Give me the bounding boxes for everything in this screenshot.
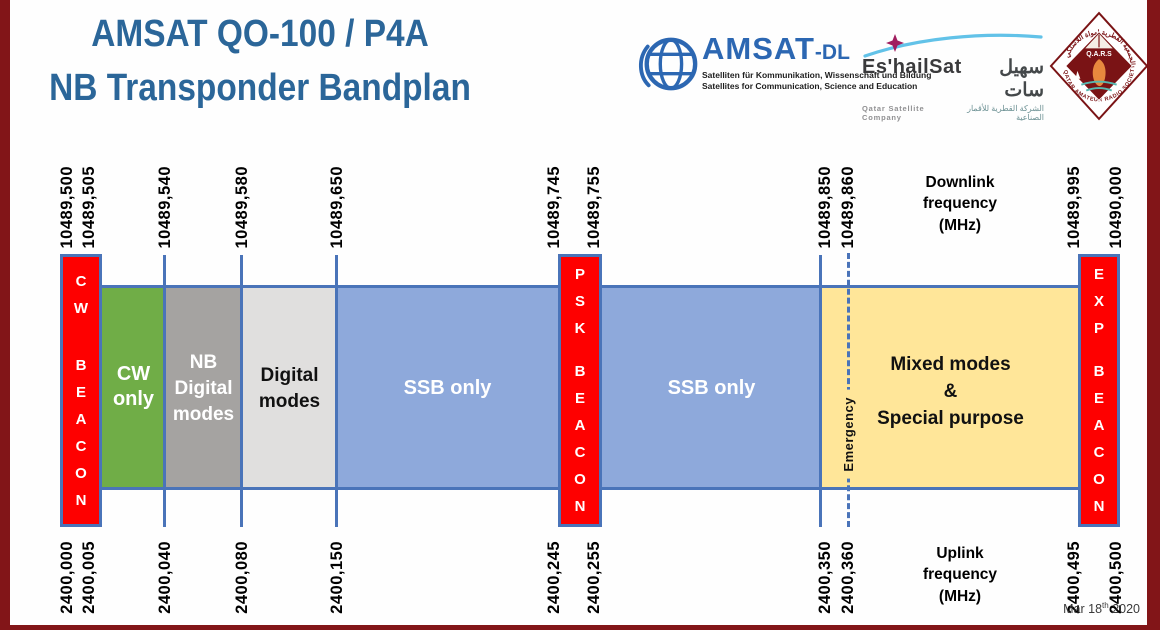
downlink-tick-10489500: 10489,500 (58, 165, 76, 249)
cw-beacon-block: C W B E A C O N (60, 254, 102, 527)
emergency-label: Emergency (840, 390, 857, 479)
eshailsat-name-latin: Es'hailSat (862, 56, 962, 78)
uplink-tick-2400080: 2400,080 (233, 541, 251, 614)
uplink-tick-2400350: 2400,350 (816, 541, 834, 614)
downlink-tick-10489860: 10489,860 (839, 165, 857, 249)
amsat-suffix: -DL (814, 41, 850, 64)
eshailsat-swoosh-icon (863, 33, 1043, 58)
segment-ssb-only-2 (602, 288, 821, 487)
eshailsat-subtitle-row: Qatar Satellite Company الشركة القطرية ل… (862, 104, 1044, 122)
uplink-tick-2400005: 2400,005 (80, 541, 98, 614)
psk-beacon-block: P S K B E A C O N (558, 254, 602, 527)
downlink-tick-10489995: 10489,995 (1065, 165, 1083, 249)
nb-digital-label: NB Digital modes (172, 352, 235, 425)
downlink-tick-10489850: 10489,850 (816, 165, 834, 249)
cw-beacon-word: C W (73, 272, 89, 317)
page-title-line1: AMSAT QO-100 / P4A (91, 13, 429, 55)
uplink-tick-2400000: 2400,000 (58, 541, 76, 614)
downlink-frequency-header: Downlink frequency (MHz) (922, 174, 998, 234)
date-ordinal: th (1102, 601, 1109, 610)
date-main: Mar 18 (1063, 602, 1103, 617)
exp-beacon-word: E X P (1093, 266, 1104, 337)
amsat-globe-icon (638, 37, 698, 91)
frame-bottom-border (0, 625, 1160, 630)
segment-nb-digital (165, 288, 242, 487)
amsat-subtitle-en: Satellites for Communication, Science an… (702, 80, 918, 91)
downlink-tick-10489580: 10489,580 (233, 165, 251, 249)
segment-ssb-only-1 (337, 288, 558, 487)
eshailsat-name-row: Es'hailSat سهيل سات (862, 56, 1044, 102)
page-title: AMSAT QO-100 / P4A NB Transponder Bandpl… (40, 8, 480, 116)
page-title-line2: NB Transponder Bandplan (49, 66, 471, 109)
amsat-wordmark-block: AMSAT-DL Satelliten für Kommunikation, W… (702, 31, 932, 91)
downlink-tick-10489540: 10489,540 (156, 165, 174, 249)
date-year: 2020 (1108, 602, 1140, 617)
amsat-dl-logo: AMSAT-DL Satelliten für Kommunikation, W… (638, 25, 932, 103)
uplink-tick-2400245: 2400,245 (545, 541, 563, 614)
qars-logo: الجمعية القطرية لهواة اللاسلكي QATAR AMA… (1049, 11, 1149, 121)
eshailsat-logo: Es'hailSat سهيل سات Qatar Satellite Comp… (862, 28, 1044, 122)
segment-cw-only (102, 288, 165, 487)
amsat-subtitle-de: Satelliten für Kommunikation, Wissenscha… (702, 70, 932, 80)
eshailsat-subtitle-en: Qatar Satellite Company (862, 104, 925, 122)
downlink-tick-10489755: 10489,755 (585, 165, 603, 249)
amsat-wordmark: AMSAT-DL (702, 31, 872, 67)
boundary-line-10489580 (240, 255, 243, 527)
boundary-line-10489650 (335, 255, 338, 527)
psk-beacon-beacon-word: B E A C O N (574, 363, 586, 515)
ssb-only-label-1: SSB only (403, 377, 492, 399)
downlink-tick-10489650: 10489,650 (328, 165, 346, 249)
mixed-modes-label: Mixed modes & Special purpose (877, 354, 1024, 429)
qars-acronym: Q.A.R.S (1086, 51, 1112, 58)
downlink-tick-10490000: 10490,000 (1107, 165, 1125, 249)
date-stamp: Mar 18th 2020 (1030, 601, 1140, 616)
uplink-frequency-header: Uplink frequency (MHz) (922, 545, 998, 605)
cw-only-label: CW only (112, 363, 155, 410)
uplink-tick-2400255: 2400,255 (585, 541, 603, 614)
uplink-tick-2400150: 2400,150 (328, 541, 346, 614)
ssb-only-label-2: SSB only (667, 377, 756, 399)
exp-beacon-block: E X P B E A C O N (1078, 254, 1120, 527)
frame-left-border (0, 0, 10, 630)
segment-digital-modes (242, 288, 337, 487)
cw-beacon-beacon-word: B E A C O N (75, 356, 87, 509)
eshailsat-name-arabic: سهيل سات (999, 57, 1044, 101)
uplink-tick-2400360: 2400,360 (839, 541, 857, 614)
exp-beacon-beacon-word: B E A C O N (1093, 363, 1105, 515)
eshailsat-subtitle-arabic: الشركة القطرية للأقمار الصناعية (967, 104, 1044, 122)
digital-modes-label: Digital modes (258, 365, 321, 412)
downlink-tick-10489745: 10489,745 (545, 165, 563, 249)
segment-mixed-modes (821, 288, 1078, 487)
amsat-word: AMSAT (702, 31, 815, 66)
boundary-line-10489850 (819, 255, 822, 527)
psk-beacon-word: P S K (574, 266, 586, 337)
uplink-tick-2400040: 2400,040 (156, 541, 174, 614)
downlink-tick-10489505: 10489,505 (80, 165, 98, 249)
boundary-line-10489540 (163, 255, 166, 527)
frame-right-border (1147, 0, 1160, 630)
